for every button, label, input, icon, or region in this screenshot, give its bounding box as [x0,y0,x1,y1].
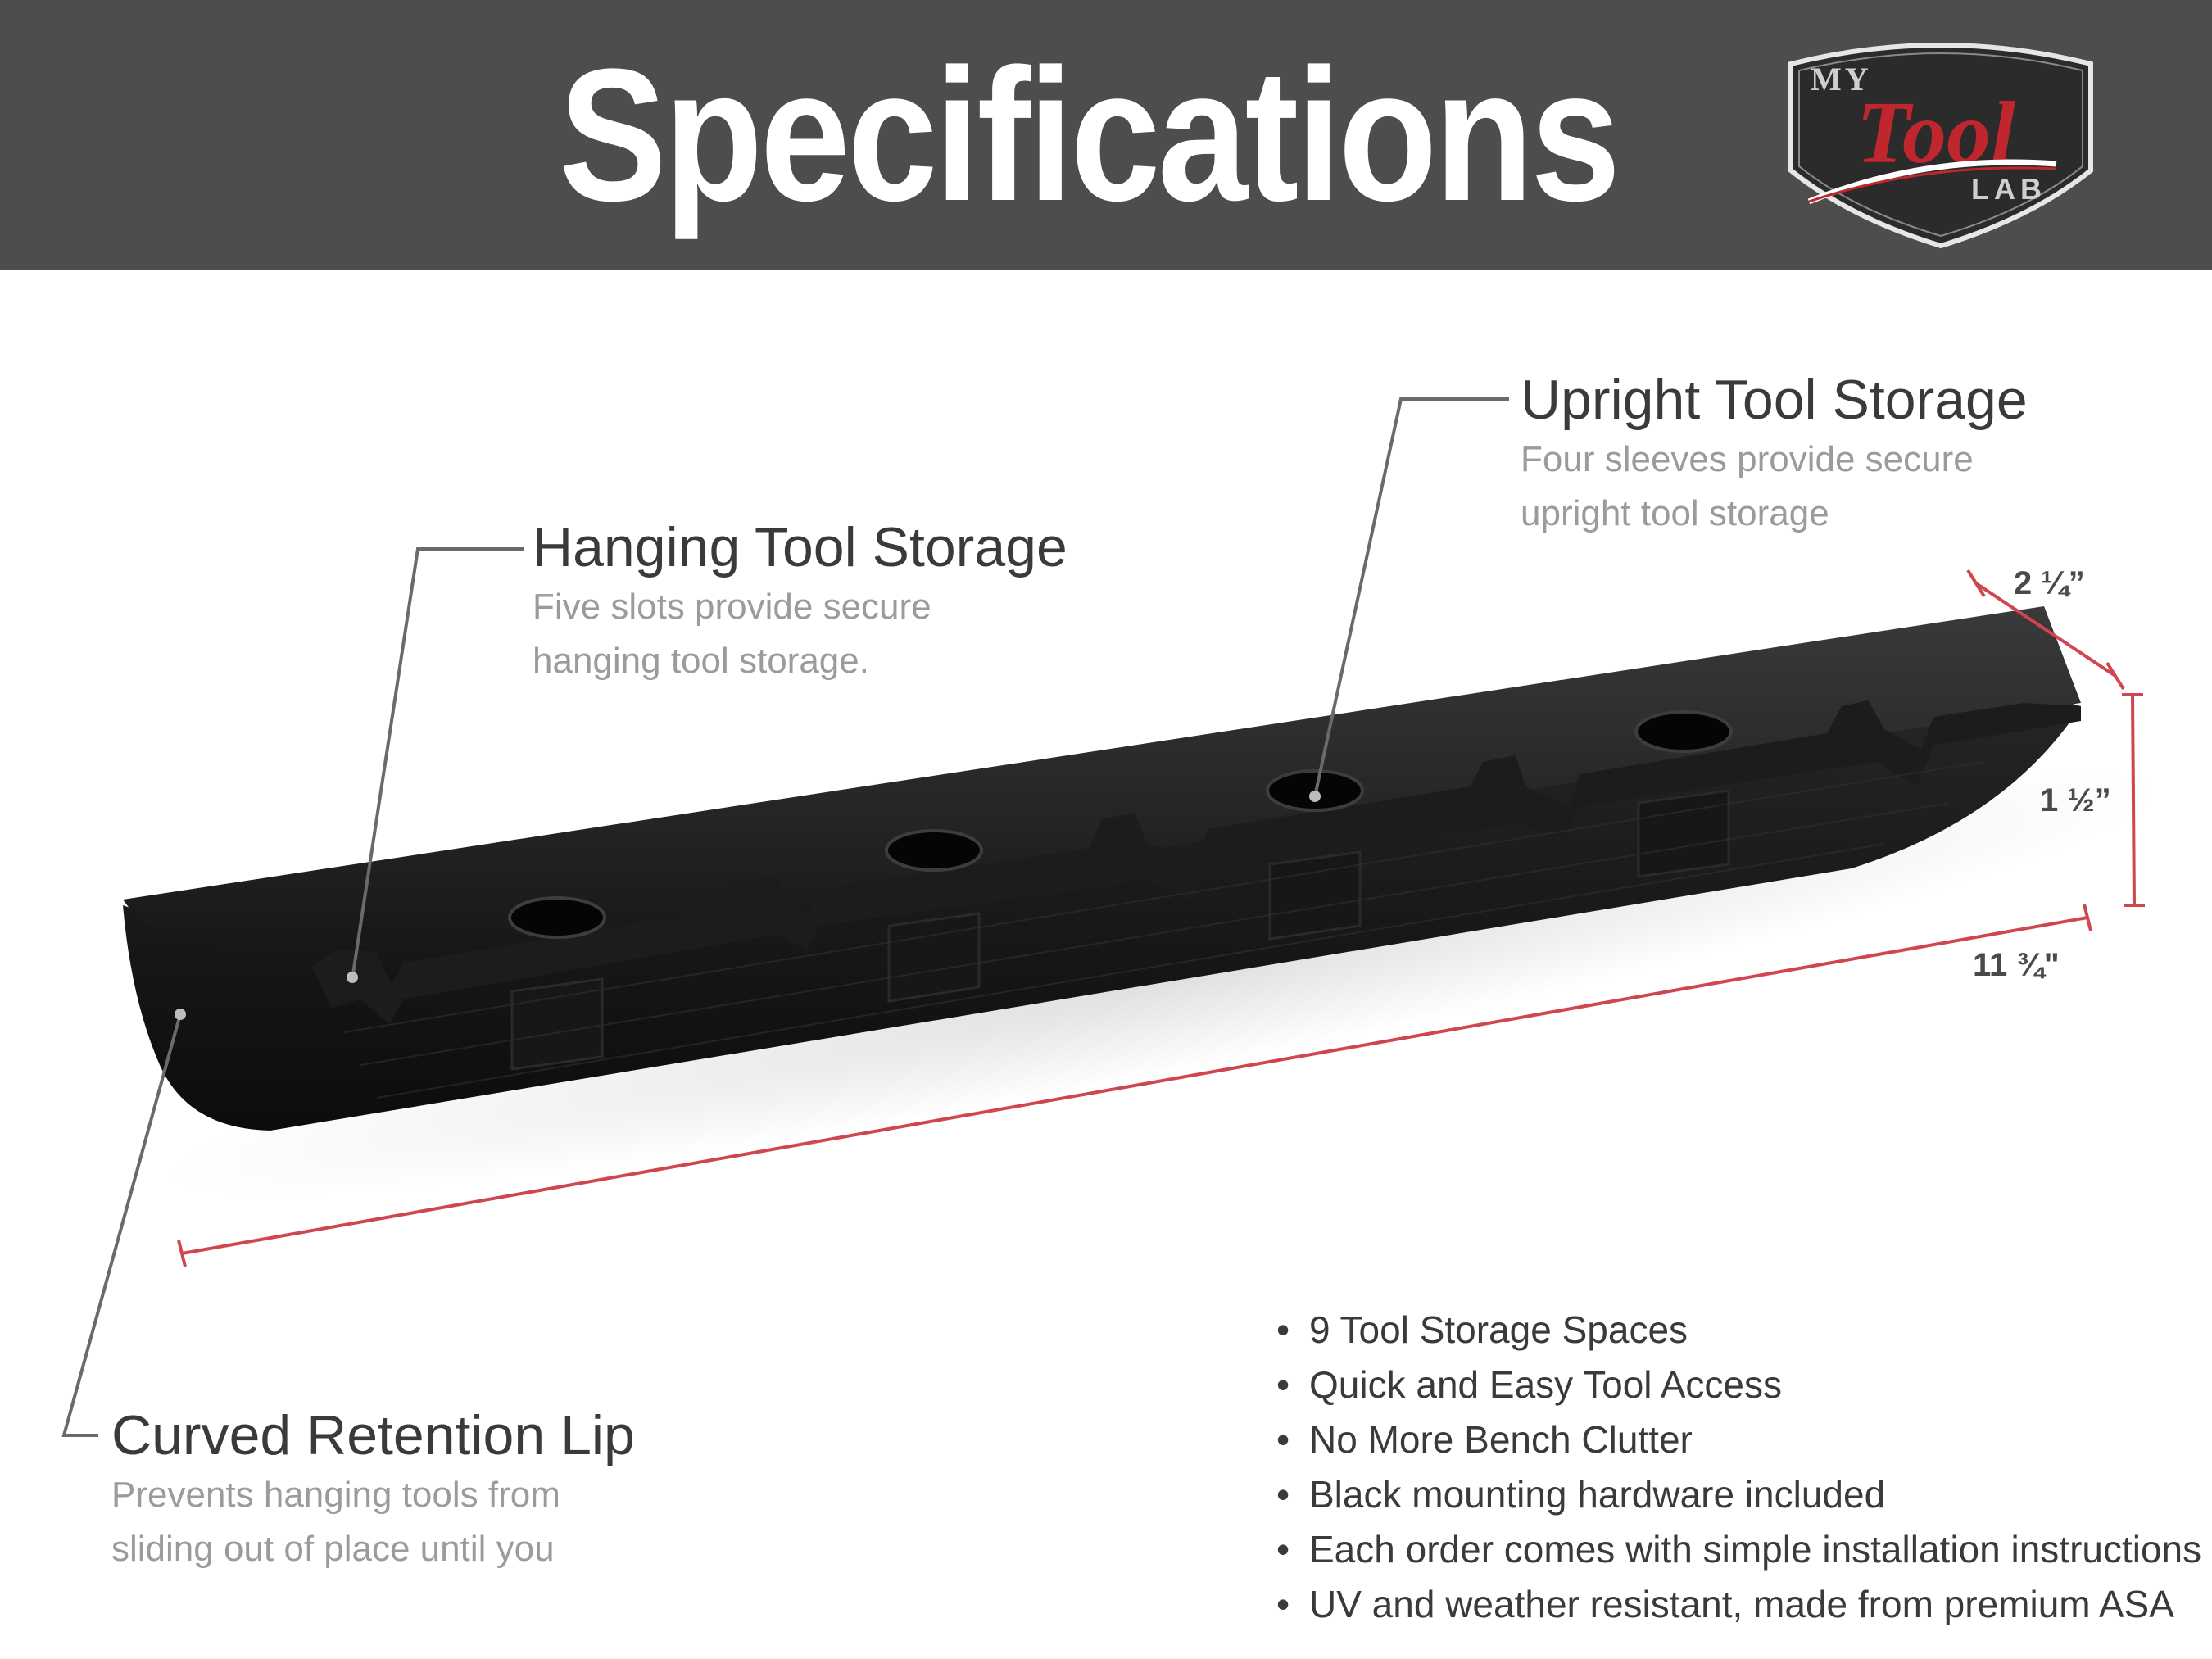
callout-hanging-title: Hanging Tool Storage [533,516,1067,578]
dimension-length-label: 11 ¾" [1973,947,2060,983]
callout-hanging: Hanging Tool Storage Five slots provide … [533,514,1067,688]
callout-hanging-desc-2: hanging tool storage. [533,641,869,681]
callout-upright-desc-1: Four sleeves provide secure [1521,439,1974,479]
list-item: •Quick and Easy Tool Access [1276,1363,1782,1406]
dimension-height-label: 1 ½” [2040,782,2111,818]
callout-upright-desc-2: upright tool storage [1521,493,1829,533]
callout-upright-title: Upright Tool Storage [1521,369,2028,431]
page-title: Specifications [558,29,1620,240]
dimension-depth-label: 2 ¼” [2014,565,2085,601]
logo-word-my: MY [1811,61,1872,97]
callout-upright: Upright Tool Storage Four sleeves provid… [1521,367,2028,541]
leader-lines [61,397,1509,1437]
callout-curved-desc-2: sliding out of place until you [111,1529,555,1569]
rack-slot-profile [311,700,2081,1024]
callout-curved-title: Curved Retention Lip [111,1404,635,1466]
feature-list: •9 Tool Storage Spaces •Quick and Easy T… [1276,1303,2201,1632]
list-item: •Each order comes with simple installati… [1276,1528,2202,1571]
callout-curved-desc-1: Prevents hanging tools from [111,1475,560,1515]
dimension-lines [177,569,2145,1267]
list-item: •UV and weather resistant, made from pre… [1276,1583,2174,1625]
callout-hanging-desc-1: Five slots provide secure [533,587,931,627]
list-item: •No More Bench Clutter [1276,1418,1693,1461]
callout-curved: Curved Retention Lip Prevents hanging to… [111,1403,635,1576]
rack-top-ledge [123,606,2081,979]
brand-logo: MY Tool LAB [1786,31,2096,249]
logo-word-lab: LAB [1971,172,2047,206]
list-item: •9 Tool Storage Spaces [1276,1308,1688,1351]
list-item: •Black mounting hardware included [1276,1473,1886,1516]
